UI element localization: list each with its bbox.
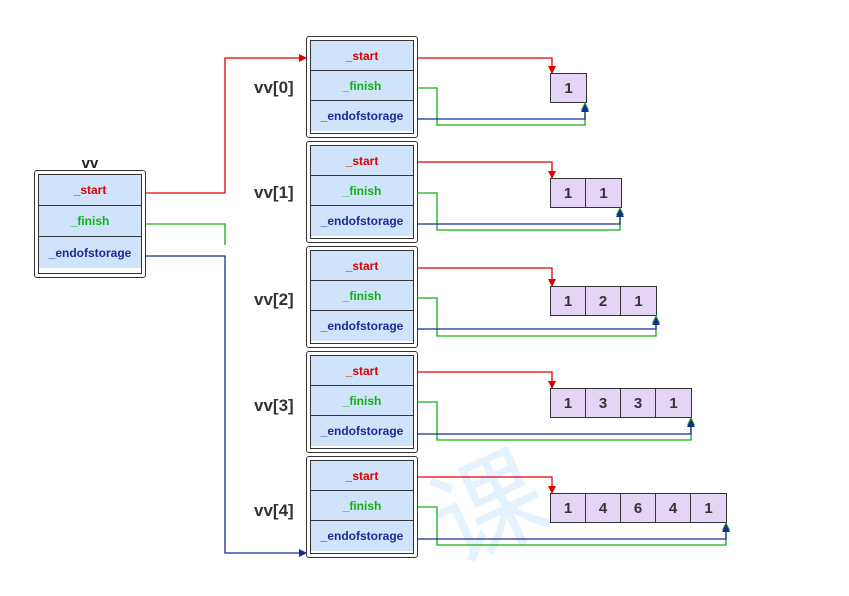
vv-1-element: 1: [586, 179, 621, 207]
vector-of-vectors-diagram: 课 vv _start _finish _endofstorage _start…: [34, 36, 730, 590]
vv-0-elements: 1: [550, 73, 587, 103]
vv-0-label: vv[0]: [254, 78, 294, 97]
vv-2-finish-arrow: [417, 297, 660, 337]
vv-0-element: 1: [551, 74, 586, 102]
vv-0-start-field: _start: [311, 41, 413, 71]
vv-1-elements: 1 1: [550, 178, 622, 208]
vv-2-element: 1: [551, 287, 586, 315]
vv-4-element: 4: [586, 494, 621, 522]
vv-1-finish-field: _finish: [311, 176, 413, 206]
vv-1-endofstorage-field: _endofstorage: [311, 206, 413, 236]
vv-2-elements: 1 2 1: [550, 286, 657, 316]
vv-2-finish-field: _finish: [311, 281, 413, 311]
vv-0-struct: _start _finish _endofstorage: [306, 36, 418, 138]
vv-4-struct: _start _finish _endofstorage: [306, 456, 418, 558]
vv-4-finish-field: _finish: [311, 491, 413, 521]
vv-start-field: _start: [39, 175, 141, 206]
vv-3-label: vv[3]: [254, 396, 294, 415]
vv-endofstorage-field: _endofstorage: [39, 237, 141, 268]
vv-1-element: 1: [551, 179, 586, 207]
vv-start-arrow: [145, 54, 307, 194]
vv-finish-field: _finish: [39, 206, 141, 237]
vv-4-label: vv[4]: [254, 501, 294, 520]
vv-0-start-arrow: [417, 57, 556, 74]
vv-4-element: 6: [621, 494, 656, 522]
vv-3-element: 3: [586, 389, 621, 417]
vv-1-label: vv[1]: [254, 183, 294, 202]
vv-2-struct: _start _finish _endofstorage: [306, 246, 418, 348]
vv-2-endofstorage-field: _endofstorage: [311, 311, 413, 341]
vv-0-endofstorage-field: _endofstorage: [311, 101, 413, 131]
vv-3-finish-field: _finish: [311, 386, 413, 416]
vv-1-start-arrow: [417, 161, 556, 179]
vv-0-endofstorage-arrow: [417, 104, 589, 120]
vv-3-element: 1: [656, 389, 691, 417]
vv-4-element: 1: [691, 494, 726, 522]
pointer-arrows: [145, 54, 730, 557]
vv-3-elements: 1 3 3 1: [550, 388, 692, 418]
vv-1-endofstorage-arrow: [417, 209, 624, 225]
vv-3-struct: _start _finish _endofstorage: [306, 351, 418, 453]
vv-4-endofstorage-arrow: [417, 524, 730, 540]
vv-2-element: 1: [621, 287, 656, 315]
vv-4-start-arrow: [417, 476, 556, 494]
vv-3-start-arrow: [417, 371, 556, 389]
vv-title: vv: [81, 155, 99, 172]
vv-2-endofstorage-arrow: [417, 317, 660, 330]
vv-3-element: 3: [621, 389, 656, 417]
vv-4-endofstorage-field: _endofstorage: [311, 521, 413, 551]
vv-3-element: 1: [551, 389, 586, 417]
vv-3-endofstorage-arrow: [417, 419, 695, 435]
vv-2-element: 2: [586, 287, 621, 315]
vv-2-label: vv[2]: [254, 290, 294, 309]
vv-4-elements: 1 4 6 4 1: [550, 493, 727, 523]
vv-1-start-field: _start: [311, 146, 413, 176]
vv-4-element: 4: [656, 494, 691, 522]
vv-finish-line: [145, 223, 226, 245]
vv-1-struct: _start _finish _endofstorage: [306, 141, 418, 243]
vv-0-finish-field: _finish: [311, 71, 413, 101]
vv-2-start-field: _start: [311, 251, 413, 281]
vv-2-start-arrow: [417, 267, 556, 287]
vv-3-start-field: _start: [311, 356, 413, 386]
vv-endofstorage-arrow: [145, 255, 307, 557]
vv-3-endofstorage-field: _endofstorage: [311, 416, 413, 446]
vv-4-start-field: _start: [311, 461, 413, 491]
vv-4-element: 1: [551, 494, 586, 522]
